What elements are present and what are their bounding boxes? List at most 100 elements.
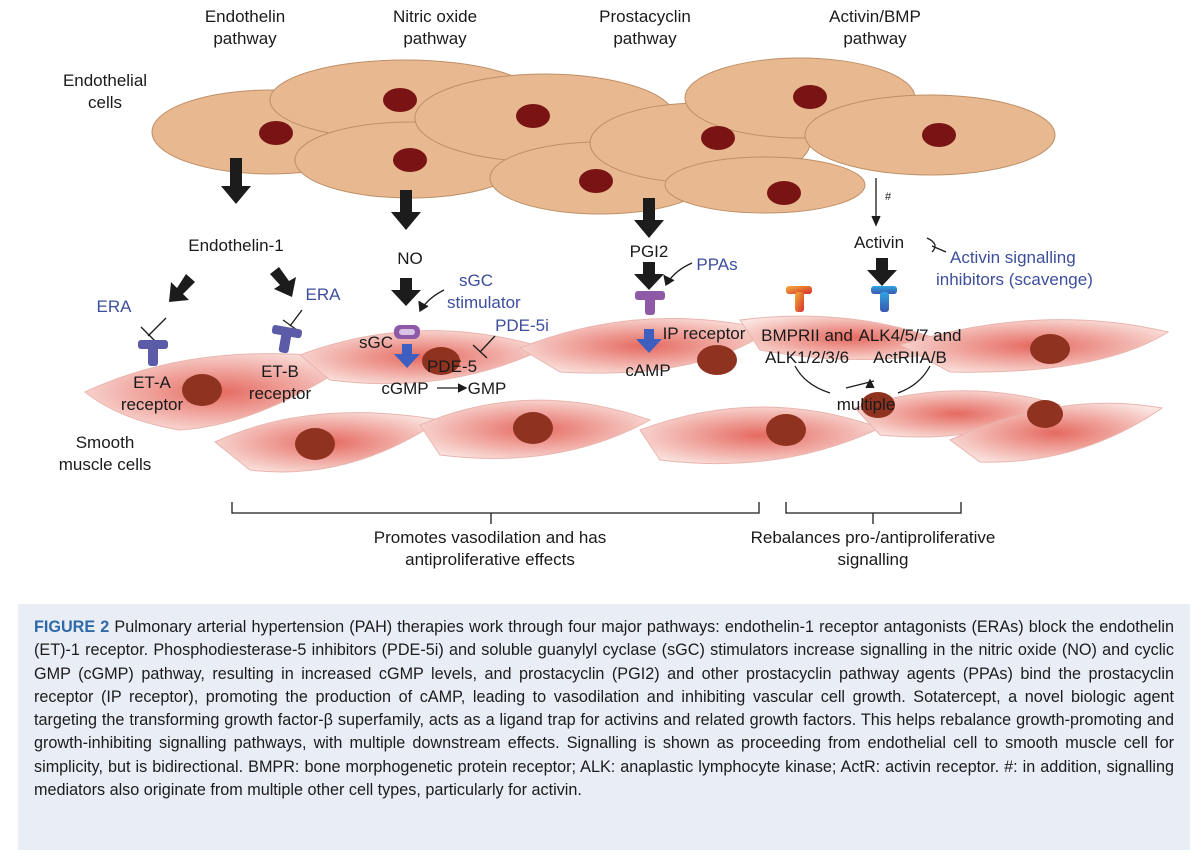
- etb-receptor-icon: [271, 325, 303, 354]
- alk-line1: ALK4/5/7 and: [858, 326, 962, 345]
- alk-receptor-icon: [871, 286, 897, 312]
- ppas-label: PPAs: [696, 255, 738, 274]
- nucleus: [861, 392, 895, 418]
- activin-pathway-line2: pathway: [843, 29, 907, 48]
- bmpr-to-multiple-arrow: [794, 365, 831, 394]
- sgc-stimulator-arrow-head: [418, 300, 429, 313]
- arrow-ip-to-camp: [636, 329, 662, 353]
- nucleus: [422, 347, 460, 375]
- nucleus: [766, 414, 806, 446]
- smooth-muscle-nuclei: [182, 334, 1070, 460]
- pah-pathways-diagram: [84, 57, 1170, 524]
- pde5i-bar: [472, 344, 488, 359]
- arrow-pgi2-down: [634, 198, 664, 238]
- etb-line2: receptor: [248, 384, 312, 403]
- nucleus: [295, 428, 335, 460]
- pde5i-label: PDE-5i: [495, 316, 549, 335]
- alk-label: ALK4/5/7 and ActRIIA/B: [854, 325, 966, 369]
- smooth-muscle-layer: [84, 315, 1170, 473]
- arrow-no-down: [391, 190, 421, 230]
- arrow-activin-release-head: [871, 215, 881, 227]
- sgc-stimulator-line2: stimulator: [447, 293, 521, 312]
- no-label: NO: [397, 249, 423, 268]
- hash-label: #: [884, 191, 892, 203]
- nucleus: [697, 345, 737, 375]
- nucleus: [922, 123, 956, 147]
- era-left-inhibit: [147, 317, 167, 337]
- arrow-pgi2-to-ip: [634, 262, 664, 290]
- endothelin-pathway-line2: pathway: [213, 29, 277, 48]
- smooth-muscle-cells-label: Smooth muscle cells: [45, 432, 165, 476]
- era-left-bar: [140, 326, 156, 342]
- endothelial-cells-label: Endothelial cells: [45, 70, 165, 114]
- endothelial-cells-line1: Endothelial: [62, 71, 148, 90]
- bracket-rebalance: [785, 502, 962, 524]
- arrow-et1-to-eta: [169, 274, 195, 302]
- nucleus: [1030, 334, 1070, 364]
- endothelial-nuclei: [259, 85, 956, 205]
- ip-receptor-icon: [635, 291, 665, 315]
- nucleus: [793, 85, 827, 109]
- arrow-endothelin-down: [221, 158, 251, 204]
- cgmp-to-gmp-arrow-head: [457, 383, 468, 393]
- endothelial-cell: [664, 156, 866, 214]
- activin-pathway-line1: Activin/BMP: [829, 7, 921, 26]
- endothelial-cells-line2: cells: [87, 93, 122, 112]
- eta-line2: receptor: [120, 395, 184, 414]
- cgmp-label: cGMP: [381, 379, 429, 398]
- endothelin1-label: Endothelin-1: [188, 236, 284, 255]
- etb-line1: ET-B: [261, 362, 299, 381]
- prostacyclin-pathway-label: Prostacyclin pathway: [585, 6, 705, 50]
- endothelial-cell-layer: [151, 57, 1056, 215]
- rebalance-effect-label: Rebalances pro-/antiproliferative signal…: [733, 527, 1013, 571]
- sgc-label: sGC: [359, 333, 393, 352]
- caption-text: FIGURE 2 Pulmonary arterial hypertension…: [34, 616, 1174, 802]
- figure-caption: FIGURE 2 Pulmonary arterial hypertension…: [18, 604, 1190, 850]
- bmpr-line2: ALK1/2/3/6: [764, 348, 850, 367]
- rebalance-head: [865, 378, 875, 389]
- nitric-oxide-pathway-line2: pathway: [403, 29, 467, 48]
- sgc-stimulator-label: sGC stimulator: [447, 270, 537, 314]
- multiple-label: multiple: [836, 395, 896, 414]
- eta-line1: ET-A: [133, 373, 171, 392]
- caption-body: Pulmonary arterial hypertension (PAH) th…: [34, 618, 1174, 800]
- nitric-oxide-pathway-label: Nitric oxide pathway: [375, 6, 495, 50]
- smooth-muscle-line2: muscle cells: [58, 455, 152, 474]
- vasodilation-effect-label: Promotes vasodilation and has antiprolif…: [340, 527, 640, 571]
- nitric-oxide-pathway-line1: Nitric oxide: [392, 7, 478, 26]
- smooth-muscle-cell: [299, 330, 547, 385]
- activin-pathway-label: Activin/BMP pathway: [815, 6, 935, 50]
- activin-inhibitors-label: Activin signalling inhibitors (scavenge): [936, 247, 1116, 291]
- blue-arrows: [394, 329, 662, 368]
- endothelin-pathway-label: Endothelin pathway: [190, 6, 300, 50]
- alk-line2: ActRIIA/B: [873, 348, 947, 367]
- era-right-label: ERA: [305, 285, 341, 304]
- ip-receptor-label: IP receptor: [662, 324, 746, 343]
- pde5i-inhibit: [479, 335, 496, 353]
- era-right-inhibit: [289, 309, 303, 327]
- arrow-sgc-to-cgmp: [394, 344, 420, 368]
- smooth-muscle-cell: [949, 402, 1164, 463]
- pde5-label: PDE-5: [426, 357, 478, 376]
- eta-receptor-label: ET-A receptor: [112, 372, 192, 416]
- arrow-et1-to-etb: [270, 267, 296, 297]
- ppas-arrow-head: [663, 274, 675, 287]
- rebalance-line2: signalling: [837, 550, 909, 569]
- endothelin-pathway-line1: Endothelin: [204, 7, 286, 26]
- etb-receptor-label: ET-B receptor: [240, 361, 320, 405]
- arrow-activin-to-alk: [867, 258, 897, 286]
- nucleus: [579, 169, 613, 193]
- eta-receptor-icon: [138, 340, 168, 366]
- bmpr-receptor-icon: [786, 286, 812, 312]
- nucleus: [182, 374, 222, 406]
- activin-label: Activin: [853, 233, 905, 252]
- arrow-no-to-sgc: [391, 278, 421, 306]
- nucleus: [701, 126, 735, 150]
- nucleus: [513, 412, 553, 444]
- nucleus: [383, 88, 417, 112]
- smooth-muscle-line1: Smooth: [75, 433, 135, 452]
- activin-inhibitor-bracket: [926, 237, 947, 253]
- smooth-muscle-cell: [854, 390, 1062, 438]
- sgc-stimulator-line1: sGC: [459, 271, 493, 290]
- bmpr-label: BMPRII and ALK1/2/3/6: [757, 325, 857, 369]
